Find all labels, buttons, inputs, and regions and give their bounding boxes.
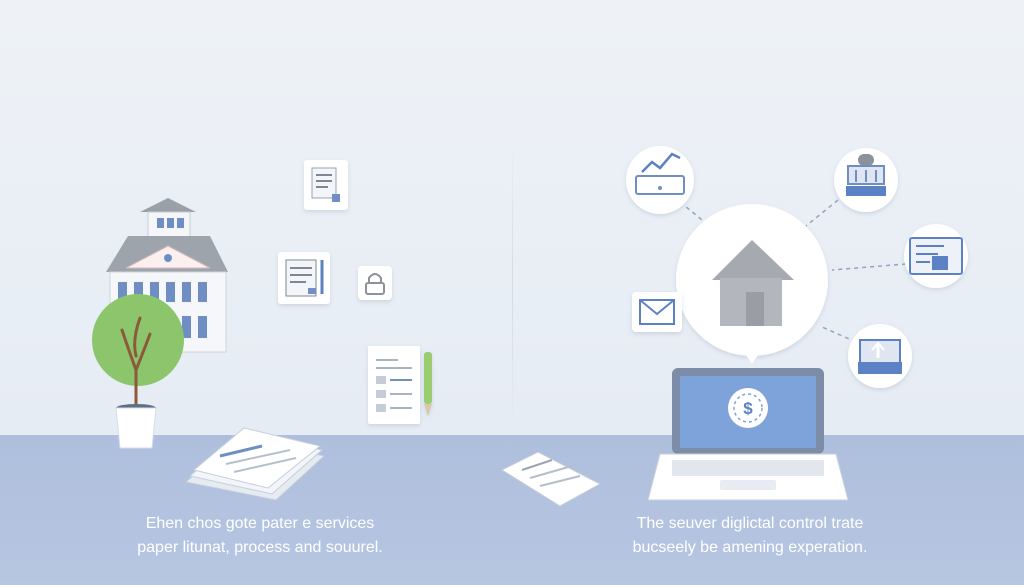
mail-icon <box>632 292 682 332</box>
paper-sheet-icon <box>500 451 602 507</box>
dollar-symbol: $ <box>743 399 753 418</box>
receipt-icon <box>904 224 968 288</box>
left-caption: Ehen chos gote pater e services paper li… <box>100 512 420 560</box>
dollar-icon: $ <box>728 388 768 428</box>
house-icon <box>676 204 828 364</box>
document-icon <box>304 160 348 210</box>
form-icon <box>278 252 330 304</box>
panel-divider <box>512 140 513 430</box>
clipboard-icon <box>368 346 432 424</box>
chart-icon <box>626 146 694 214</box>
right-caption-line2: bucseely be amening experation. <box>632 539 868 556</box>
laptop-icon <box>647 368 849 501</box>
bank-icon <box>834 148 898 212</box>
building-icon <box>106 198 228 353</box>
floor-background <box>0 435 1024 585</box>
right-caption-line1: The seuver diglictal control trate <box>636 515 864 532</box>
upload-tray-icon <box>848 324 912 388</box>
right-caption: The seuver diglictal control trate bucse… <box>590 512 910 560</box>
plant-icon <box>92 294 184 449</box>
left-caption-line1: Ehen chos gote pater e services <box>145 515 375 532</box>
paper-stack-icon <box>184 427 326 501</box>
left-caption-line2: paper litunat, process and souurel. <box>137 539 383 556</box>
lock-icon <box>358 266 392 300</box>
